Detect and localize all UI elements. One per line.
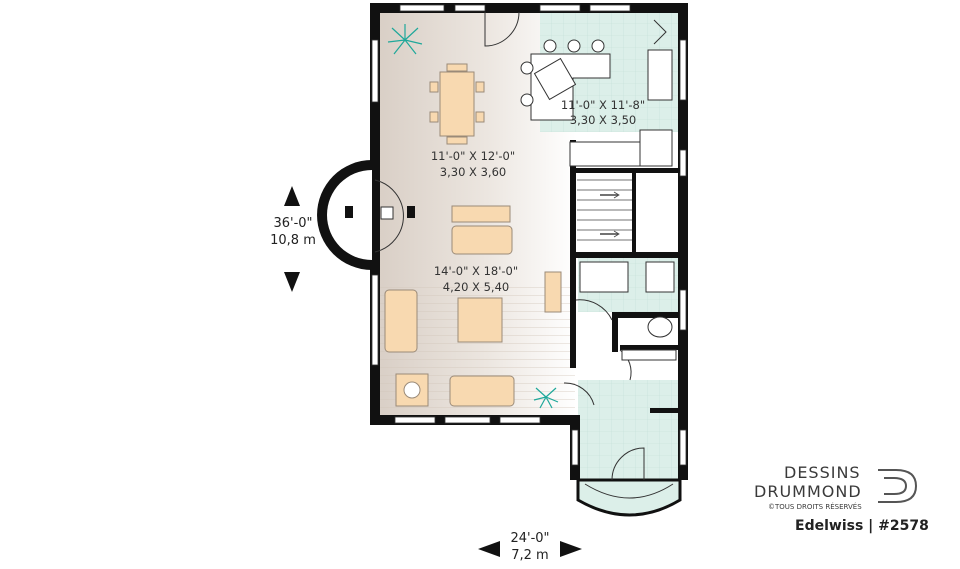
windows — [371, 4, 687, 466]
kitchen-dim-imperial: 11'-0" X 11'-8" — [561, 98, 645, 112]
brand-rights: ©TOUS DROITS RÉSERVÉS — [768, 503, 862, 511]
living-dim-imperial: 14'-0" X 18'-0" — [434, 264, 518, 278]
width-arrows — [478, 541, 582, 557]
stairs — [577, 179, 632, 241]
doors — [484, 11, 632, 406]
dining-dim-metric: 3,30 X 3,60 — [440, 165, 506, 179]
furniture — [384, 63, 562, 407]
height-metric: 10,8 m — [270, 233, 316, 248]
front-bay — [576, 447, 682, 517]
width-metric: 7,2 m — [511, 548, 549, 563]
plan-caption: Edelwiss | #2578 — [795, 518, 929, 534]
height-arrows — [284, 186, 300, 292]
dining-dim-imperial: 11'-0" X 12'-0" — [431, 149, 515, 163]
living-dim-metric: 4,20 X 5,40 — [443, 280, 509, 294]
bath — [579, 261, 677, 361]
interior-walls — [570, 140, 680, 413]
plant-icons — [387, 24, 559, 409]
kitchen-dim-metric: 3,30 X 3,50 — [570, 113, 636, 127]
brand-line2: DRUMMOND — [754, 482, 862, 501]
brand-line1: DESSINS — [784, 463, 861, 482]
height-dimension: 36'-0" 10,8 m — [248, 215, 338, 249]
width-dimension: 24'-0" 7,2 m — [485, 530, 575, 564]
kitchen — [520, 19, 673, 167]
drummond-logo-mark — [878, 469, 918, 503]
height-imperial: 36'-0" — [273, 216, 313, 231]
width-imperial: 24'-0" — [510, 531, 550, 546]
round-bay — [317, 160, 415, 270]
